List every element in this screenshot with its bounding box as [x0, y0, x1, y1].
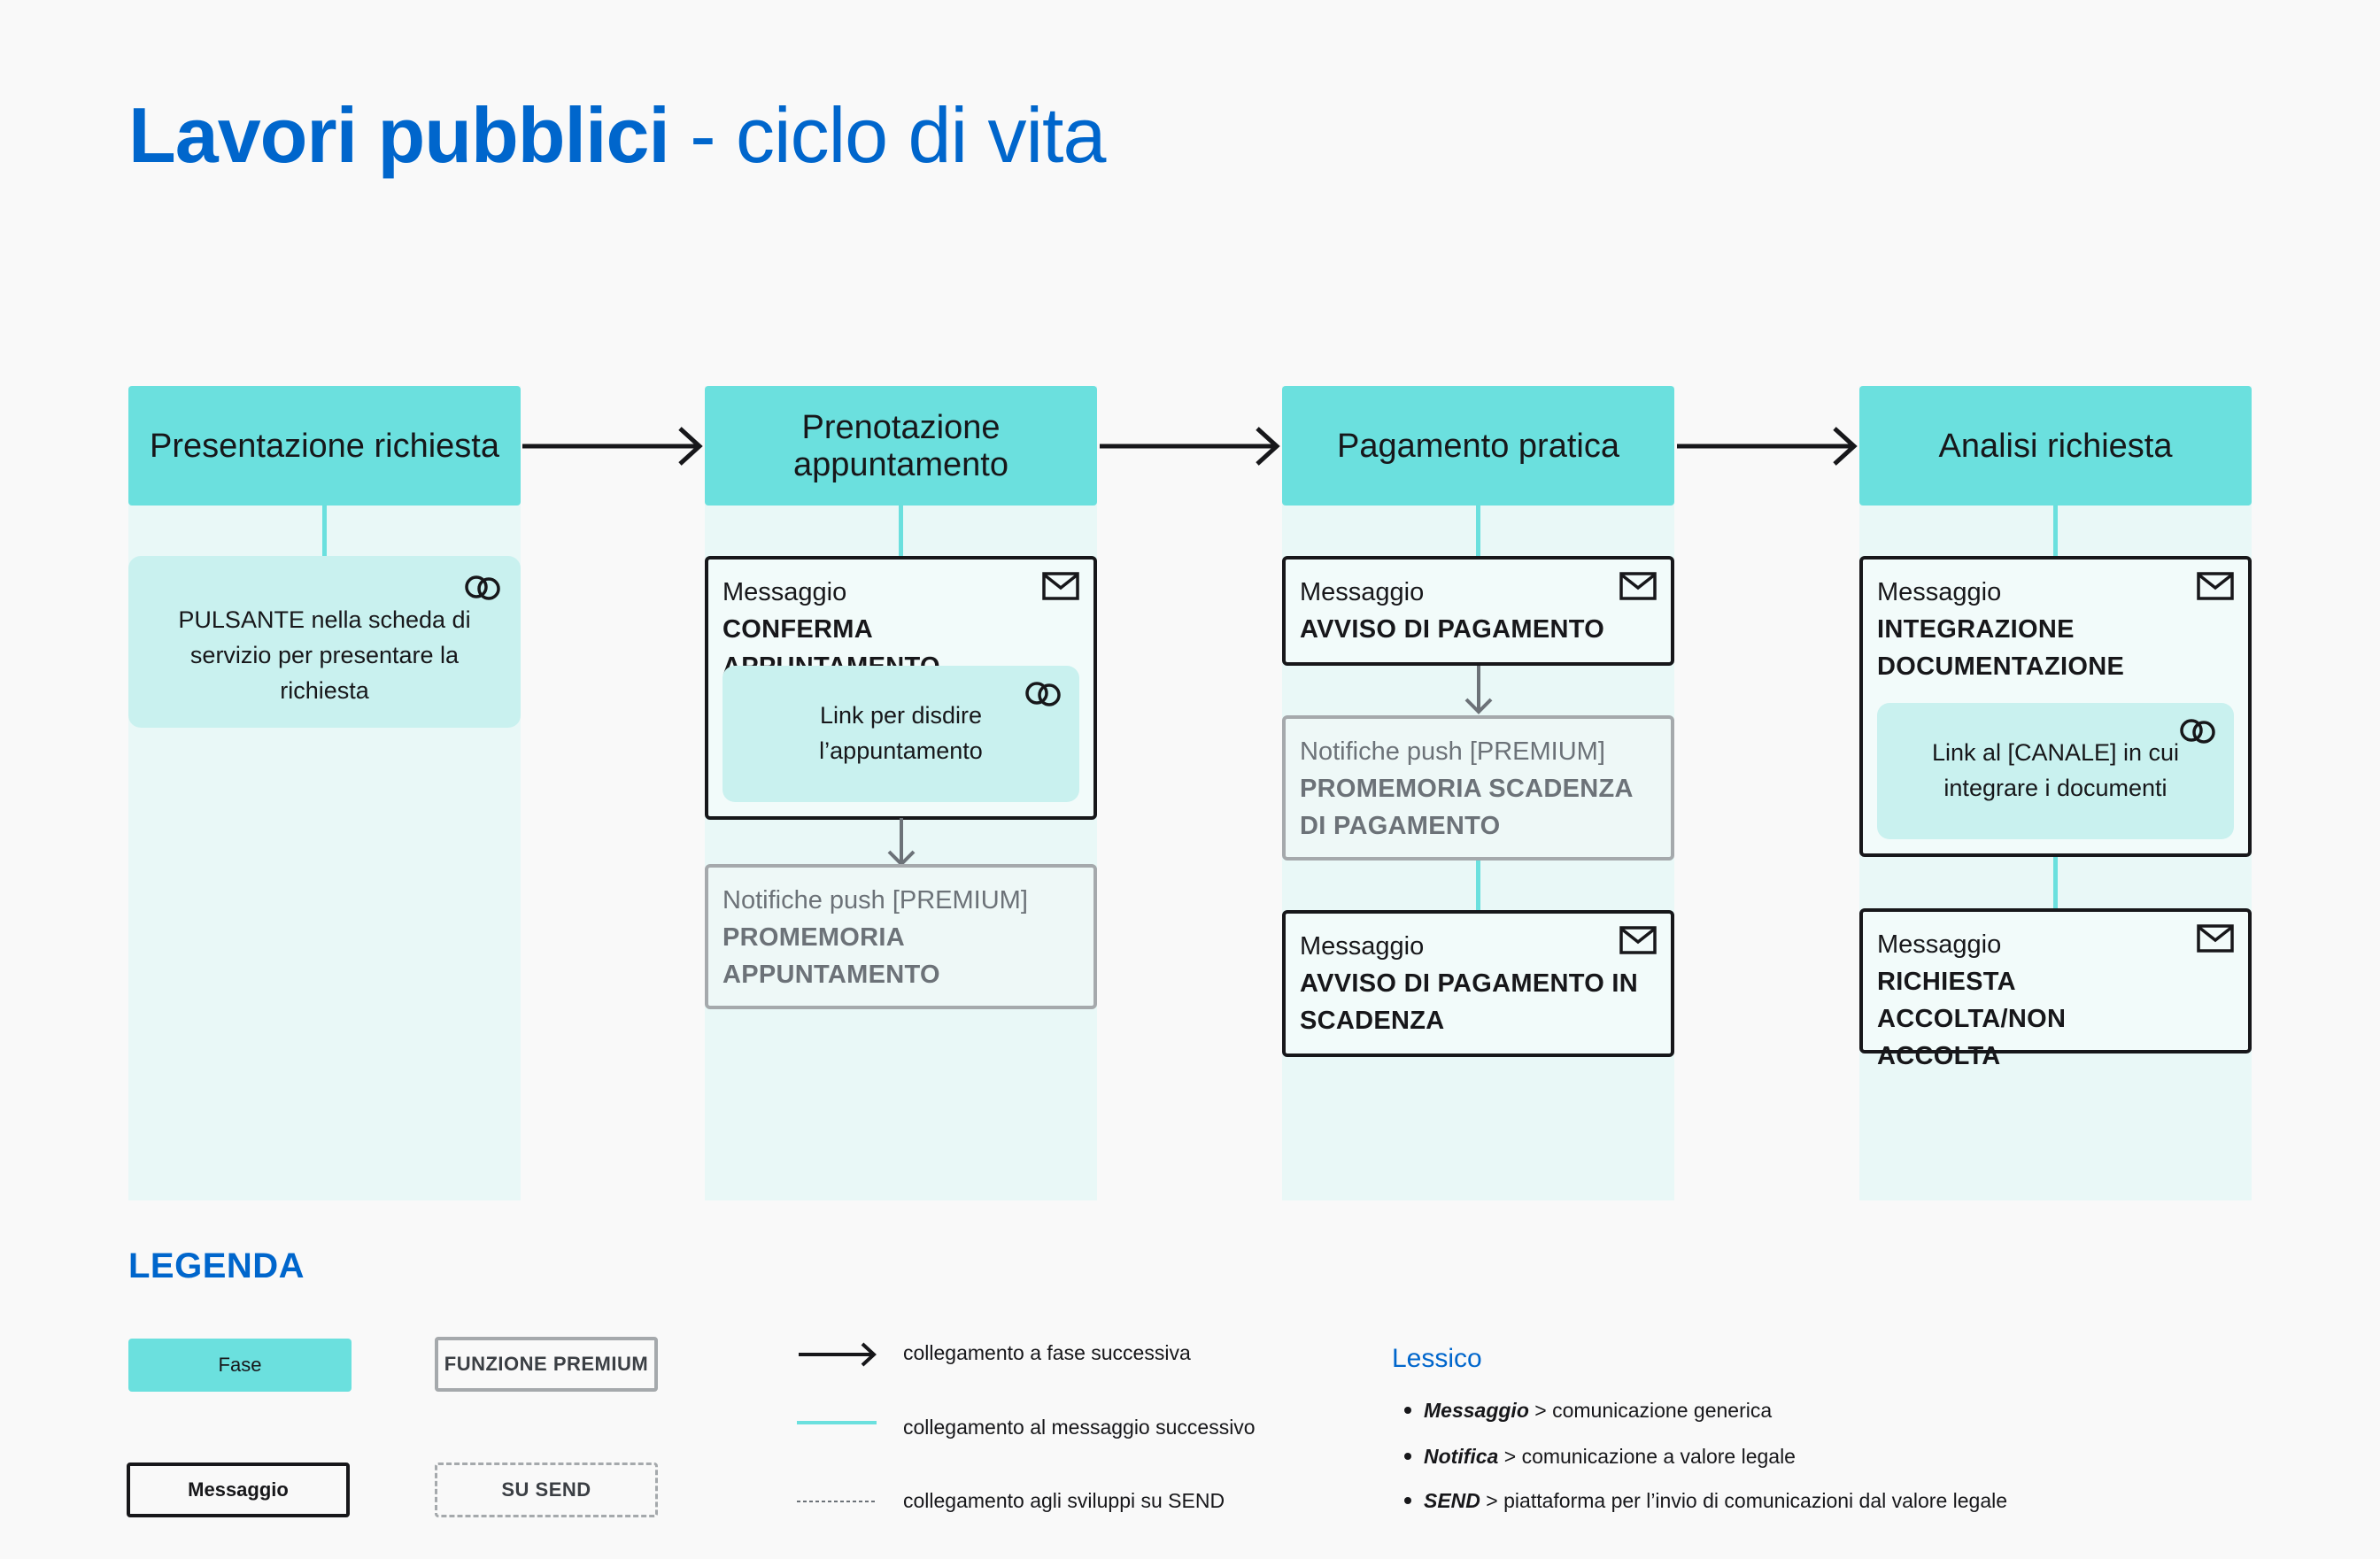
- lessico-sep: >: [1480, 1489, 1504, 1512]
- message-name: AVVISO DI PAGAMENTO IN SCADENZA: [1300, 969, 1639, 1035]
- phase-analisi: Analisi richiesta: [1859, 386, 2252, 506]
- bullet: [1404, 1452, 1411, 1460]
- link-text: Link al [CANALE] in cui integrare i docu…: [1931, 739, 2180, 801]
- lessico-sep: >: [1498, 1445, 1522, 1468]
- connector-line: [899, 506, 903, 556]
- lessico-item: Notifica > comunicazione a valore legale: [1404, 1445, 1796, 1469]
- push-promemoria-appuntamento[interactable]: Notifiche push [PREMIUM] PROMEMORIA APPU…: [705, 864, 1097, 1009]
- connector-line: [322, 506, 327, 556]
- legend-su-send: SU SEND: [435, 1463, 658, 1517]
- message-conferma-appuntamento[interactable]: Messaggio CONFERMA APPUNTAMENTO Link per…: [705, 556, 1097, 820]
- phase-arrow-2: [1100, 427, 1280, 466]
- message-name: INTEGRAZIONE DOCUMENTAZIONE: [1877, 615, 2125, 681]
- link-text: Link per disdire l’appuntamento: [819, 702, 983, 764]
- message-richiesta-accolta[interactable]: Messaggio RICHIESTA ACCOLTA/NON ACCOLTA: [1859, 908, 2252, 1070]
- legend-line-text: collegamento agli sviluppi su SEND: [903, 1489, 1225, 1512]
- link-icon: [2180, 719, 2215, 744]
- link-icon: [1025, 682, 1061, 706]
- phase-arrow-1: [522, 427, 703, 466]
- bullet: [1404, 1406, 1411, 1414]
- lessico-term: SEND: [1424, 1489, 1480, 1512]
- legend-dashed-line: [797, 1501, 877, 1502]
- legend-messaggio: Messaggio: [127, 1463, 350, 1517]
- message-kind: Messaggio: [722, 578, 847, 606]
- message-kind: Messaggio: [1300, 578, 1425, 606]
- lessico-term: Messaggio: [1424, 1399, 1529, 1422]
- down-arrow: [1464, 666, 1493, 714]
- lessico-item: Messaggio > comunicazione generica: [1404, 1399, 1772, 1423]
- lessico-title: Lessico: [1392, 1344, 1482, 1373]
- phase-pagamento: Pagamento pratica: [1282, 386, 1674, 506]
- bullet: [1404, 1496, 1411, 1504]
- message-avviso-scadenza[interactable]: Messaggio AVVISO DI PAGAMENTO IN SCADENZ…: [1282, 910, 1674, 1057]
- legend-fase: Fase: [128, 1339, 352, 1392]
- lessico-item: SEND > piattaforma per l’invio di comuni…: [1404, 1489, 2007, 1513]
- message-label: Messaggio AVVISO DI PAGAMENTO IN SCADENZ…: [1300, 928, 1657, 1039]
- lessico-term: Notifica: [1424, 1445, 1499, 1468]
- lessico-desc: comunicazione a valore legale: [1521, 1445, 1796, 1468]
- message-avviso-pagamento[interactable]: Messaggio AVVISO DI PAGAMENTO: [1282, 556, 1674, 666]
- link-box-disdire[interactable]: Link per disdire l’appuntamento: [722, 666, 1079, 802]
- title-light: - ciclo di vita: [668, 91, 1106, 179]
- push-name: PROMEMORIA APPUNTAMENTO: [722, 923, 940, 989]
- message-kind: Messaggio: [1877, 930, 2002, 959]
- link-box-pulsante[interactable]: PULSANTE nella scheda di servizio per pr…: [128, 556, 521, 728]
- legend-funzione-premium: FUNZIONE PREMIUM: [435, 1337, 658, 1392]
- connector-line: [2053, 857, 2058, 908]
- message-name: AVVISO DI PAGAMENTO: [1300, 615, 1605, 644]
- message-kind: Messaggio: [1300, 932, 1425, 961]
- legend-phase-arrow: [799, 1342, 877, 1367]
- link-text: PULSANTE nella scheda di servizio per pr…: [178, 606, 471, 704]
- push-kind: Notifiche push [PREMIUM]: [1300, 737, 1605, 766]
- message-label: Messaggio INTEGRAZIONE DOCUMENTAZIONE: [1877, 574, 2177, 685]
- mail-icon: [1619, 926, 1657, 954]
- title-bold: Lavori pubblici: [128, 91, 670, 179]
- mail-icon: [2197, 572, 2234, 600]
- message-name: RICHIESTA ACCOLTA/NON ACCOLTA: [1877, 968, 2067, 1070]
- connector-line: [2053, 506, 2058, 556]
- link-icon: [465, 575, 500, 600]
- down-arrow: [887, 818, 916, 867]
- push-kind: Notifiche push [PREMIUM]: [722, 886, 1028, 915]
- push-promemoria-scadenza[interactable]: Notifiche push [PREMIUM] PROMEMORIA SCAD…: [1282, 715, 1674, 861]
- message-integrazione-documentazione[interactable]: Messaggio INTEGRAZIONE DOCUMENTAZIONE Li…: [1859, 556, 2252, 857]
- connector-line: [1476, 506, 1480, 556]
- message-label: Messaggio RICHIESTA ACCOLTA/NON ACCOLTA: [1877, 926, 2195, 1075]
- legend-line-text: collegamento a fase successiva: [903, 1341, 1191, 1364]
- lessico-desc: piattaforma per l’invio di comunicazioni…: [1503, 1489, 2008, 1512]
- mail-icon: [1042, 572, 1079, 600]
- phase-prenotazione: Prenotazione appuntamento: [705, 386, 1097, 506]
- message-label: Messaggio AVVISO DI PAGAMENTO: [1300, 574, 1604, 648]
- legend-cyan-line: [797, 1421, 877, 1424]
- mail-icon: [1619, 572, 1657, 600]
- connector-line: [1476, 861, 1480, 910]
- link-box-canale[interactable]: Link al [CANALE] in cui integrare i docu…: [1877, 703, 2234, 839]
- page-title: Lavori pubblici - ciclo di vita: [128, 87, 1106, 184]
- message-kind: Messaggio: [1877, 578, 2002, 606]
- push-label: Notifiche push [PREMIUM] PROMEMORIA APPU…: [722, 882, 1093, 993]
- lessico-desc: comunicazione generica: [1552, 1399, 1773, 1422]
- legend-line-text: collegamento al messaggio successivo: [903, 1416, 1256, 1439]
- push-label: Notifiche push [PREMIUM] PROMEMORIA SCAD…: [1300, 733, 1657, 845]
- legend-title: LEGENDA: [128, 1246, 305, 1285]
- phase-presentazione: Presentazione richiesta: [128, 386, 521, 506]
- mail-icon: [2197, 924, 2234, 953]
- lessico-sep: >: [1528, 1399, 1553, 1422]
- push-name: PROMEMORIA SCADENZA DI PAGAMENTO: [1300, 775, 1633, 840]
- phase-arrow-3: [1677, 427, 1858, 466]
